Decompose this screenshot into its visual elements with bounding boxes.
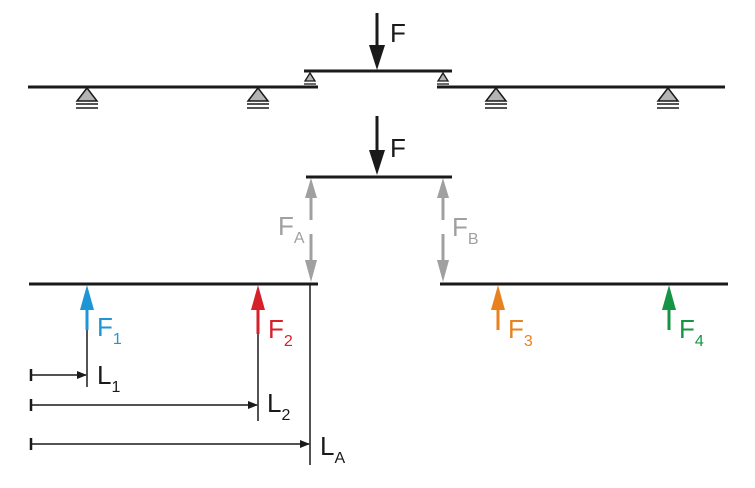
dimension-la: [29, 438, 310, 450]
dimension-l2: [29, 399, 258, 411]
fbd-force-label: F: [390, 133, 406, 163]
f3-arrow: [491, 285, 505, 330]
outer-beams-free-body: F1 F2 F3 F4: [29, 282, 728, 465]
reaction-a-down-arrow: [305, 234, 317, 282]
f4-label: F4: [679, 314, 704, 350]
small-support-b: [436, 71, 450, 85]
support-2: [246, 86, 270, 109]
l1-label: L1: [97, 360, 120, 396]
reaction-a-up-arrow: [305, 178, 317, 220]
top-force-label: F: [390, 18, 406, 48]
dimension-l1: [29, 369, 87, 381]
f1-arrow: [80, 285, 94, 330]
fbd-force-arrow: [369, 116, 385, 175]
support-3: [484, 86, 508, 109]
top-force-arrow: [369, 13, 385, 70]
middle-free-body: F FA FB: [278, 116, 479, 282]
support-4: [656, 86, 680, 109]
reaction-b-down-arrow: [437, 234, 449, 282]
reaction-b-label: FB: [452, 212, 479, 248]
support-1: [75, 86, 99, 109]
la-label: LA: [320, 431, 345, 467]
f2-arrow: [251, 285, 265, 334]
reaction-a-label: FA: [278, 211, 305, 247]
assembled-system: F: [28, 13, 725, 109]
f3-label: F3: [508, 314, 533, 350]
f1-label: F1: [97, 312, 122, 348]
reaction-b-up-arrow: [437, 178, 449, 220]
l2-label: L2: [267, 388, 290, 424]
f2-label: F2: [268, 314, 293, 350]
f4-arrow: [662, 285, 676, 330]
small-support-a: [303, 71, 317, 85]
